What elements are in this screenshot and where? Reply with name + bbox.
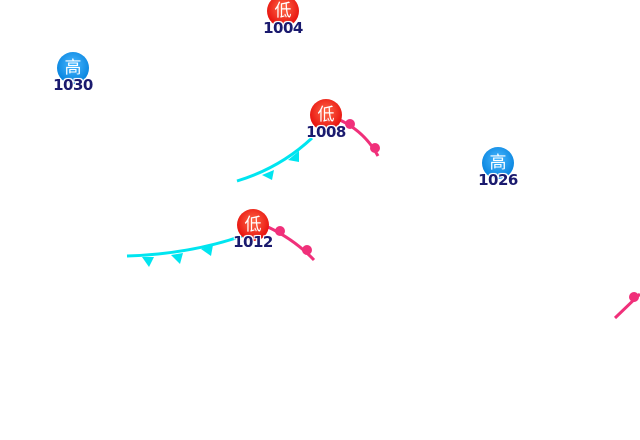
- high-pressure-1026[interactable]: 高 1026: [476, 147, 520, 189]
- high-pressure-icon: 高: [57, 52, 89, 84]
- pressure-value: 1004: [263, 19, 303, 37]
- low-pressure-icon: 低: [310, 99, 342, 131]
- pressure-value: 1026: [478, 171, 518, 189]
- low-pressure-1004[interactable]: 低 1004: [261, 0, 305, 37]
- pressure-value: 1012: [233, 233, 273, 251]
- low-pressure-1008[interactable]: 低 1008: [304, 99, 348, 141]
- cold-front-1008: [236, 136, 314, 183]
- high-pressure-icon: 高: [482, 147, 514, 179]
- pressure-value: 1030: [53, 76, 93, 94]
- warm-front-east: [613, 292, 640, 320]
- high-pressure-1030[interactable]: 高 1030: [51, 52, 95, 94]
- pressure-value: 1008: [306, 123, 346, 141]
- warm-front-1008: [339, 118, 380, 157]
- low-pressure-icon: 低: [237, 209, 269, 241]
- low-pressure-1012[interactable]: 低 1012: [231, 209, 275, 251]
- low-pressure-icon: 低: [267, 0, 299, 27]
- cold-front-1012: [126, 234, 243, 267]
- warm-front-1012: [267, 225, 316, 262]
